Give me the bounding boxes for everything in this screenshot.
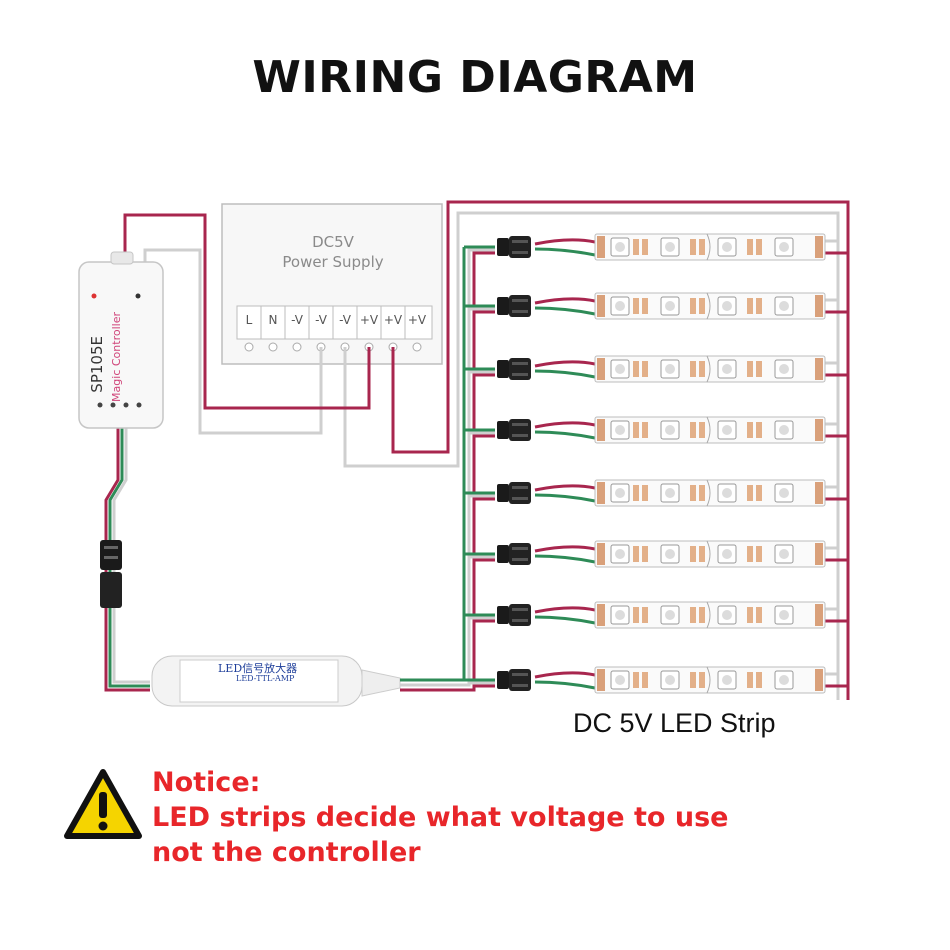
psu-terminal-label: -V [315, 313, 327, 327]
page-title: WIRING DIAGRAM [252, 52, 698, 103]
led-strip-row [464, 601, 848, 629]
notice-line1: LED strips decide what voltage to use [152, 802, 729, 833]
controller-box [78, 251, 164, 429]
led-strip [594, 416, 826, 444]
strip-label: DC 5V LED Strip [573, 708, 776, 738]
amplifier-label: LED信号放大器 [218, 662, 298, 675]
warning-icon [64, 769, 142, 839]
led-strip-row [464, 479, 848, 507]
psu-terminal-label: -V [291, 313, 303, 327]
psu-terminal-label: N [268, 313, 278, 327]
led-strip-row [464, 666, 848, 694]
controller-model: SP105E [88, 336, 106, 393]
led-strip-row [464, 292, 848, 320]
led-strip [594, 666, 826, 694]
led-strip-row [464, 540, 848, 568]
connector-icon [497, 604, 531, 626]
psu-terminal-label: -V [339, 313, 351, 327]
connector-icon [497, 419, 531, 441]
connector-icon [497, 358, 531, 380]
led-strip [594, 233, 826, 261]
connector-icon [497, 669, 531, 691]
notice-heading: Notice: [152, 767, 261, 798]
led-strip [594, 540, 826, 568]
led-strip-row [464, 416, 848, 444]
led-strip-row [464, 233, 848, 261]
power-supply-subtitle: Power Supply [282, 253, 384, 271]
connector-icon [497, 295, 531, 317]
led-strip [594, 601, 826, 629]
led-strip [594, 355, 826, 383]
psu-terminal-label: L [245, 313, 253, 327]
connector-icon [497, 236, 531, 258]
notice-text: Notice: LED strips decide what voltage t… [152, 765, 728, 870]
led-strip [594, 292, 826, 320]
amplifier-sublabel: LED-TTL-AMP [236, 674, 295, 683]
controller-brand: Magic Controller [110, 312, 123, 402]
led-strip-row [464, 355, 848, 383]
connector-icon [497, 482, 531, 504]
connector-icon [497, 543, 531, 565]
power-supply-title: DC5V [312, 233, 354, 251]
signal-amplifier [151, 655, 401, 707]
psu-terminal-label: +V [359, 313, 379, 327]
psu-terminal-label: +V [407, 313, 427, 327]
led-strip-rows [464, 233, 848, 694]
psu-terminal-label: +V [383, 313, 403, 327]
led-strip [594, 479, 826, 507]
notice-line2: not the controller [152, 837, 421, 868]
controller-connector [100, 540, 122, 608]
power-supply-box [221, 203, 443, 365]
